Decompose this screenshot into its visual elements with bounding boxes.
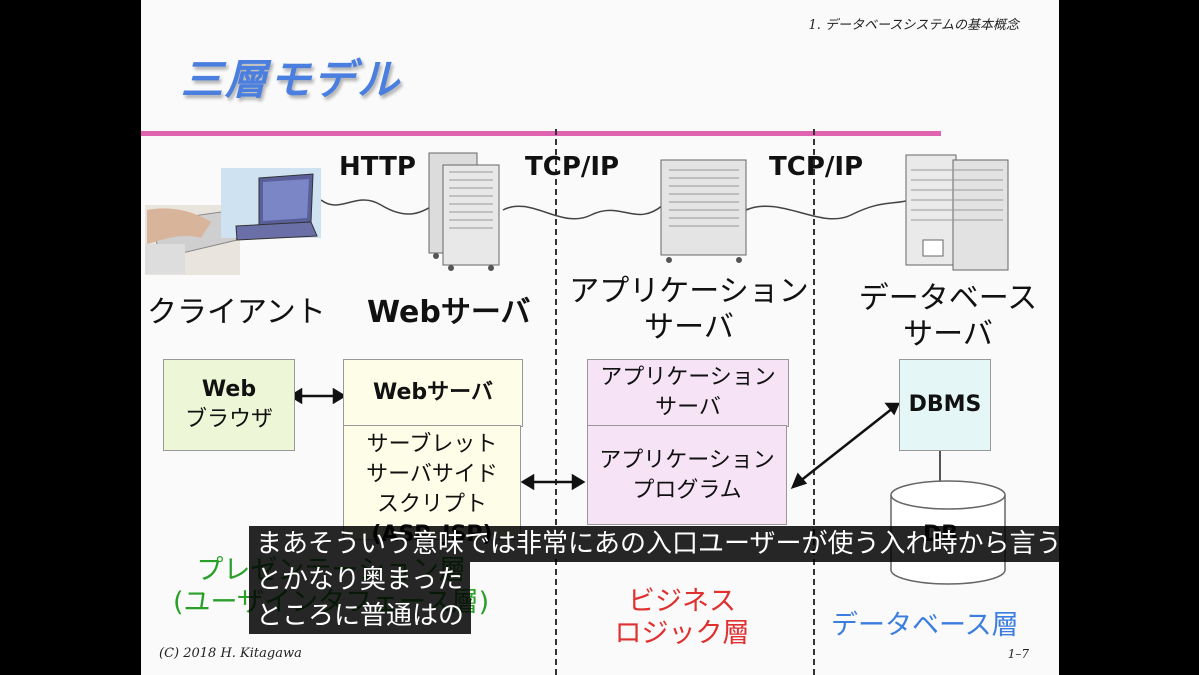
caption-web-server: Webサーバ <box>367 295 531 330</box>
slide-title: 三層モデル <box>181 55 402 104</box>
box-dbms: DBMS <box>899 359 991 451</box>
subtitle-line-2: とかなり奥まった <box>249 562 470 598</box>
arrow-browser-webserver <box>288 387 347 405</box>
tier-divider-2 <box>813 129 815 675</box>
tier-divider-1 <box>555 129 557 675</box>
subtitle-caption: まあそういう意味では非常にあの入口ユーザーが使う入れ時から言う とかなり奥まった… <box>249 526 1069 634</box>
cable-app-db <box>745 199 912 220</box>
title-rule <box>141 131 941 136</box>
protocol-tcpip-2: TCP/IP <box>769 152 864 182</box>
layer-business: ビジネス ロジック層 <box>614 586 750 649</box>
subtitle-line-3: ところに普通はの <box>249 598 472 634</box>
caption-app-server: アプリケーション サーバ <box>569 274 809 345</box>
caption-client: クライアント <box>147 295 326 330</box>
diagram-graphics <box>145 152 1009 585</box>
laptop-icon <box>221 168 321 241</box>
copyright: (C) 2018 H. Kitagawa <box>159 646 302 661</box>
arrow-script-appprogram <box>520 473 586 491</box>
box-web-browser: Web ブラウザ <box>163 359 295 451</box>
box-app-server: アプリケーション サーバ <box>587 359 789 427</box>
cable-client-web <box>320 199 442 215</box>
box-servlet: サーブレット サーバサイド スクリプト (ASP, JSP) <box>343 425 521 547</box>
database-server-icon <box>905 154 1009 271</box>
protocol-http: HTTP <box>339 152 416 182</box>
subtitle-line-1: まあそういう意味では非常にあの入口ユーザーが使う入れ時から言う <box>249 526 1069 562</box>
caption-db-server: データベース サーバ <box>858 281 1038 352</box>
page-number: 1–7 <box>1007 647 1029 661</box>
cable-web-app <box>502 204 664 220</box>
header-note: 1. データベースシステムの基本概念 <box>808 18 1020 33</box>
protocol-tcpip-1: TCP/IP <box>525 152 620 182</box>
web-server-icon <box>428 152 500 271</box>
application-server-icon <box>660 159 747 263</box>
layer-database: データベース層 <box>831 610 1019 641</box>
arrow-appprogram-dbms <box>790 402 900 490</box>
box-web-server: Webサーバ <box>343 359 523 427</box>
slide: 1. データベースシステムの基本概念 三層モデル <box>141 0 1059 675</box>
box-app-program: アプリケーション プログラム <box>587 425 787 525</box>
